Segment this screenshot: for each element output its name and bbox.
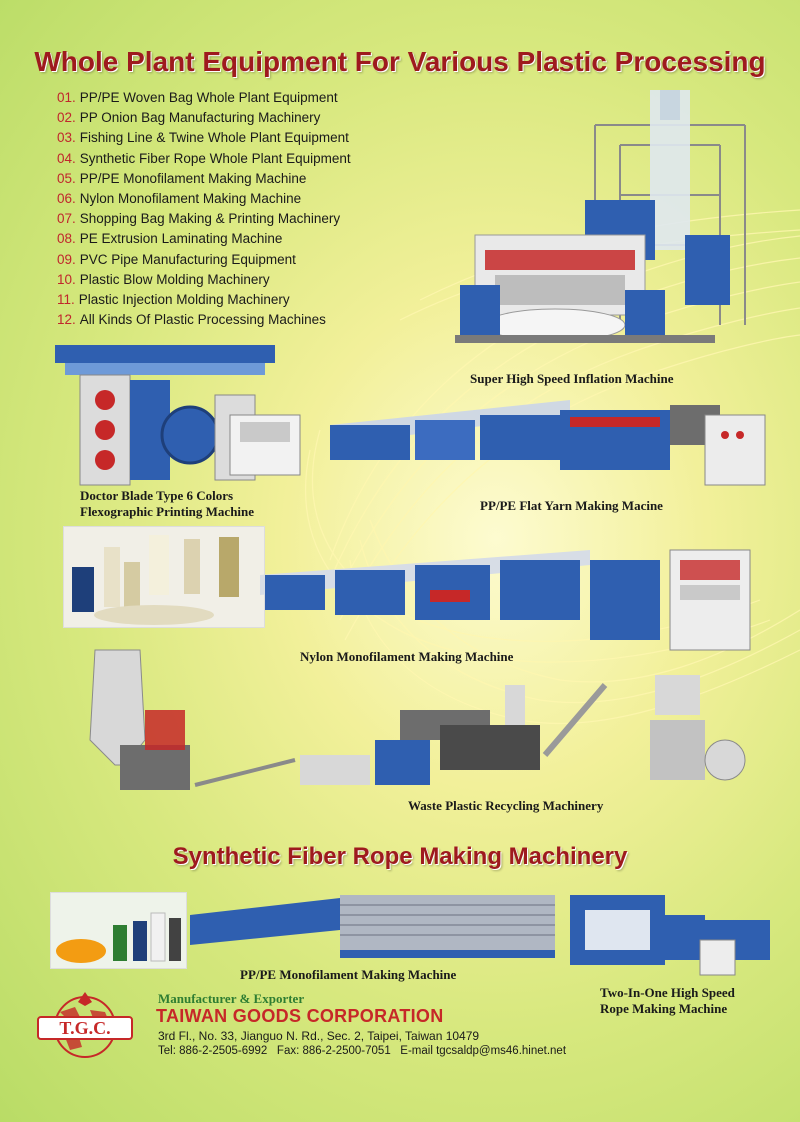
company-name: TAIWAN GOODS CORPORATION <box>156 1006 444 1026</box>
list-item: 07.Shopping Bag Making & Printing Machin… <box>57 211 341 227</box>
monofilament-machine-image <box>190 895 555 958</box>
list-item: 11.Plastic Injection Molding Machinery <box>57 291 290 307</box>
company-logo: T.G.C. <box>37 992 133 1058</box>
company-address: 3rd Fl., No. 33, Jianguo N. Rd., Sec. 2,… <box>158 1029 480 1043</box>
flat-yarn-machine-image <box>330 400 766 486</box>
inflation-machine-image <box>455 90 746 343</box>
nylon-machine-image <box>260 549 751 651</box>
company-contact: Tel: 886-2-2505-6992 Fax: 886-2-2500-705… <box>158 1045 567 1057</box>
caption-doctor-line2: Flexographic Printing Machine <box>80 504 255 519</box>
caption-mono: PP/PE Monofilament Making Machine <box>240 967 457 982</box>
page-title: Whole Plant Equipment For Various Plasti… <box>34 46 766 77</box>
printing-machine-image <box>55 345 301 486</box>
company-tagline: Manufacturer & Exporter <box>158 991 305 1006</box>
caption-rope-line1: Two-In-One High Speed <box>600 985 735 1000</box>
spools-photo <box>63 526 265 628</box>
rope-samples-photo <box>50 892 187 969</box>
list-item: 04.Synthetic Fiber Rope Whole Plant Equi… <box>57 150 351 166</box>
list-item: 01.PP/PE Woven Bag Whole Plant Equipment <box>57 90 338 105</box>
list-item: 09.PVC Pipe Manufacturing Equipment <box>57 251 296 267</box>
list-item: 10.Plastic Blow Molding Machinery <box>57 271 270 287</box>
list-item: 08.PE Extrusion Laminating Machine <box>57 231 283 247</box>
caption-nylon: Nylon Monofilament Making Machine <box>300 649 514 664</box>
list-item: 06.Nylon Monofilament Making Machine <box>57 190 302 206</box>
list-item: 05.PP/PE Monofilament Making Machine <box>57 170 307 186</box>
list-item: 02.PP Onion Bag Manufacturing Machinery <box>57 110 321 126</box>
equipment-list: 01.PP/PE Woven Bag Whole Plant Equipment… <box>57 90 351 332</box>
section-subtitle: Synthetic Fiber Rope Making Machinery <box>172 843 628 870</box>
caption-flat-yarn: PP/PE Flat Yarn Making Macine <box>480 498 663 513</box>
caption-doctor-line1: Doctor Blade Type 6 Colors <box>80 488 234 503</box>
caption-recycling: Waste Plastic Recycling Machinery <box>408 798 604 813</box>
recycling-machine-image <box>89 649 746 790</box>
list-item: 12.All Kinds Of Plastic Processing Machi… <box>57 312 326 328</box>
caption-inflation: Super High Speed Inflation Machine <box>470 371 674 386</box>
rope-machine-image <box>570 895 770 976</box>
logo-text: T.G.C. <box>59 1018 110 1038</box>
caption-rope-line2: Rope Making Machine <box>600 1001 728 1016</box>
list-item: 03.Fishing Line & Twine Whole Plant Equi… <box>57 130 349 146</box>
